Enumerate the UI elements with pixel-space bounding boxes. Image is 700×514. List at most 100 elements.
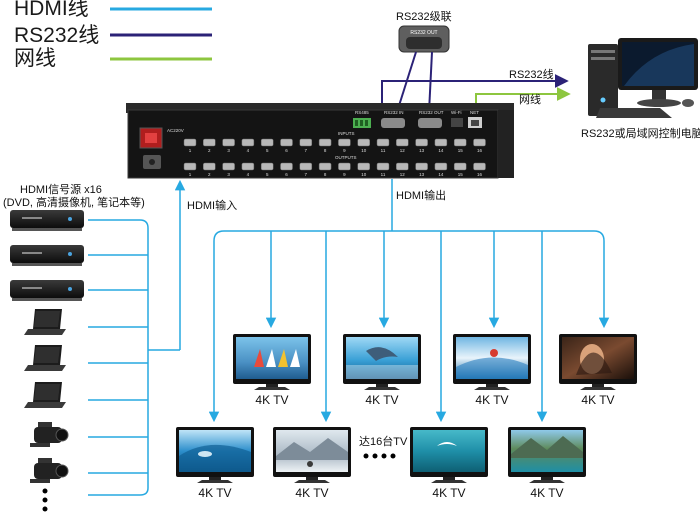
tv-base [364, 387, 400, 390]
input-port-number: 2 [208, 148, 211, 153]
pc-keyboard [596, 108, 672, 118]
output-port-number: 4 [247, 172, 250, 177]
more-dot [42, 497, 48, 503]
pc-tower [588, 44, 618, 116]
input-port-number: 4 [247, 148, 250, 153]
output-port-number: 10 [361, 172, 367, 177]
tv-dolphin: 4K TV [343, 334, 421, 407]
hdmi-input-port [453, 138, 467, 147]
laptop [24, 382, 66, 408]
pc-links: RS232线 网线 [375, 67, 571, 120]
net-pc-label: 网线 [519, 92, 541, 106]
output-port-number: 2 [208, 172, 211, 177]
laptop [24, 309, 66, 335]
svg-text:RS232 IN: RS232 IN [384, 110, 404, 115]
camcorder-body [34, 463, 62, 479]
db9-pins [406, 37, 442, 49]
hdmi-input-port [183, 138, 197, 147]
inputs-label: INPUTS [338, 131, 355, 136]
camcorder-lens [55, 428, 69, 442]
legend: HDMI线 RS232线 网线 [14, 0, 212, 70]
hdmi-input-port [241, 138, 255, 147]
source-devices: HDMI信号源 x16 (DVD, 高清摄像机, 笔记本等) [3, 182, 145, 512]
camcorder-body [34, 427, 62, 443]
tv-base [254, 387, 290, 390]
hdmi-output-port [260, 162, 274, 171]
svg-text:Wi-Fi: Wi-Fi [451, 110, 462, 115]
matrix-switcher: AC220V RS485 RS232 IN RS232 OUT Wi-Fi NE… [126, 103, 514, 179]
tv-label: 4K TV [365, 393, 398, 407]
tv-label: 4K TV [475, 393, 508, 407]
laptop [24, 345, 66, 371]
tv-label: 4K TV [581, 393, 614, 407]
rs232-in-port: RS232 IN [381, 110, 405, 128]
matrix-top [126, 103, 514, 113]
rs232-out-port: RS232 OUT [418, 110, 444, 128]
tv-surfer: 4K TV [453, 334, 531, 407]
svg-text:NET: NET [470, 110, 479, 115]
tv-screen-sea-bird [413, 430, 485, 472]
hdmi-input-port [473, 138, 486, 147]
hdmi-output-port [222, 162, 235, 171]
tv-woman: 4K TV [559, 334, 637, 407]
tv-wave: 4K TV [176, 427, 254, 500]
tv-label: 4K TV [255, 393, 288, 407]
rs232-cascade-label: RS232级联 [396, 10, 452, 23]
hdmi-output-port [473, 162, 486, 171]
output-port-number: 5 [266, 172, 269, 177]
tv-sea-bird: 4K TV [410, 427, 488, 500]
output-port-number: 11 [381, 172, 386, 177]
hdmi-output-port [338, 162, 351, 171]
tv-base [431, 480, 467, 483]
input-port-number: 16 [477, 148, 483, 153]
hdmi-output-label: HDMI输出 [396, 188, 446, 202]
hdmi-output-port [453, 162, 467, 171]
legend-network-label: 网线 [14, 47, 56, 70]
hdmi-output-bus [208, 230, 610, 423]
rs485-label: RS485 [355, 110, 369, 115]
tv-sailboats: 4K TV [233, 334, 311, 407]
tv-mountain-lake: 4K TV [508, 427, 586, 500]
hdmi-input-port [203, 138, 216, 147]
hdmi-input-port [357, 138, 370, 147]
input-port-number: 7 [305, 148, 308, 153]
hdmi-output-port [183, 162, 197, 171]
rs485-terminal: RS485 [353, 110, 371, 128]
hdmi-input-port [222, 138, 235, 147]
hdmi-input-port [376, 138, 390, 147]
tv-base [294, 480, 330, 483]
tv-stand [592, 384, 604, 387]
power-label: AC220V [167, 128, 184, 133]
output-port-number: 7 [305, 172, 308, 177]
input-port-number: 15 [458, 148, 464, 153]
tv-stand [209, 477, 221, 480]
dvd-player [10, 245, 84, 266]
camcorder-lens [55, 464, 69, 478]
output-port-number: 6 [285, 172, 288, 177]
more-dot [42, 506, 48, 512]
output-port-number: 15 [458, 172, 464, 177]
tv-snow-mountain: 4K TV [273, 427, 351, 500]
tv-stand [443, 477, 455, 480]
tv-count-label: 达16台TV [359, 434, 408, 448]
output-port-number: 1 [189, 172, 192, 177]
input-port-number: 8 [324, 148, 327, 153]
tv-base [474, 387, 510, 390]
output-port-number: 3 [227, 172, 230, 177]
hdmi-output-port [396, 162, 409, 171]
sources-title: HDMI信号源 x16 [20, 182, 102, 196]
db9-label: RS232 OUT [410, 30, 437, 36]
tv-stand [376, 384, 388, 387]
dvd-player-body [10, 280, 84, 298]
pc-label: RS232或局域网控制电脑 [581, 126, 700, 140]
input-port-number: 1 [189, 148, 192, 153]
input-port-number: 6 [285, 148, 288, 153]
hdmi-input-port [260, 138, 274, 147]
hdmi-output-port [299, 162, 313, 171]
tv-base [197, 480, 233, 483]
wifi-port: Wi-Fi [451, 110, 463, 127]
hdmi-output-port [434, 162, 448, 171]
hdmi-input-port [338, 138, 351, 147]
